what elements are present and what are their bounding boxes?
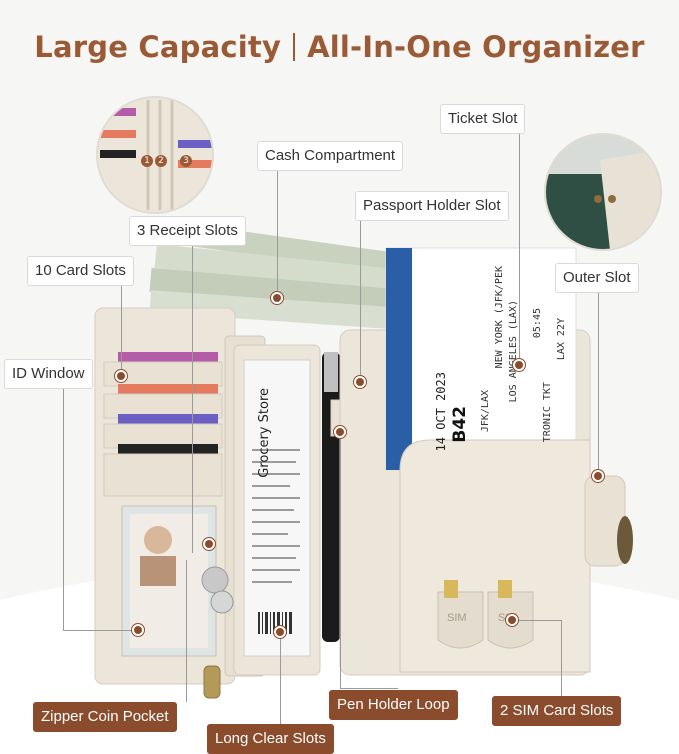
leader-id-h <box>63 630 138 631</box>
dot-id <box>132 624 144 636</box>
leader-sim-v <box>561 620 562 696</box>
outer-slot-inset <box>545 134 661 250</box>
card-slots <box>103 352 223 497</box>
leader-cash <box>277 168 278 298</box>
label-passport-holder-slot: Passport Holder Slot <box>355 191 509 221</box>
receipt-store: Grocery Store <box>257 388 272 478</box>
dot-card-slots <box>115 370 127 382</box>
label-ticket-slot: Ticket Slot <box>440 104 526 134</box>
bp-time: 05:45 <box>532 308 543 339</box>
sim-slot-1 <box>437 591 484 649</box>
leader-sim-h <box>512 620 562 621</box>
receipt-number-3: 3 <box>180 155 192 167</box>
bp-city-to: LOS ANGELES (LAX) <box>508 300 519 403</box>
label-id-window: ID Window <box>4 359 93 389</box>
boarding-pass <box>385 247 577 471</box>
barcode <box>258 612 292 634</box>
label-long-clear-slots: Long Clear Slots <box>207 724 334 754</box>
sim-label-1: SIM <box>447 612 467 624</box>
label-zipper-coin-pocket: Zipper Coin Pocket <box>33 702 177 732</box>
dot-cash <box>271 292 283 304</box>
leader-card-slots <box>121 283 122 377</box>
bp-gate: B42 <box>450 406 470 443</box>
label-cash-compartment: Cash Compartment <box>257 141 404 171</box>
receipt-number-2: 2 <box>155 155 167 167</box>
receipt-lines <box>252 449 300 583</box>
leader-ticket-slot <box>519 131 520 363</box>
bp-date: 14 OCT 2023 <box>434 372 448 452</box>
dot-zipper <box>203 538 215 550</box>
leader-id-v <box>63 388 64 630</box>
page-title: Large Capacity All-In-One Organizer <box>0 30 679 64</box>
label-receipt-slots: 3 Receipt Slots <box>129 216 246 246</box>
label-pen-holder-loop: Pen Holder Loop <box>329 690 458 720</box>
title-right: All-In-One Organizer <box>307 30 645 64</box>
leader-long-clear <box>280 632 281 724</box>
bp-city-from: NEW YORK (JFK/PEK <box>494 266 505 369</box>
label-sim-card-slots: 2 SIM Card Slots <box>492 696 622 726</box>
dot-outer <box>592 470 604 482</box>
bp-eticket: TRONIC TKT <box>542 382 553 443</box>
leader-outer <box>598 292 599 478</box>
label-outer-slot: Outer Slot <box>555 263 639 293</box>
receipt-slots-inset <box>97 97 213 213</box>
dot-pen <box>334 426 346 438</box>
title-divider <box>293 33 296 61</box>
leader-pen-h <box>340 688 398 689</box>
leader-zipper <box>186 560 187 702</box>
title-left: Large Capacity <box>34 30 282 64</box>
dot-ticket <box>513 359 525 371</box>
zipper-pull <box>203 665 221 699</box>
snap-button <box>617 516 633 564</box>
leader-passport <box>360 218 361 378</box>
dot-passport <box>354 376 366 388</box>
bp-seat: LAX 22Y <box>556 318 567 361</box>
pen <box>322 352 340 642</box>
dot-sim <box>506 614 518 626</box>
receipt-number-1: 1 <box>141 155 153 167</box>
dot-long-clear <box>274 626 286 638</box>
boarding-pass-text: NEW YORK (JFK/PEK LOS ANGELES (LAX) 14 O… <box>424 260 574 460</box>
label-card-slots: 10 Card Slots <box>27 256 134 286</box>
leader-pen-v <box>340 432 341 688</box>
leader-receipt <box>192 241 193 553</box>
bp-route: JFK/LAX <box>480 390 491 433</box>
